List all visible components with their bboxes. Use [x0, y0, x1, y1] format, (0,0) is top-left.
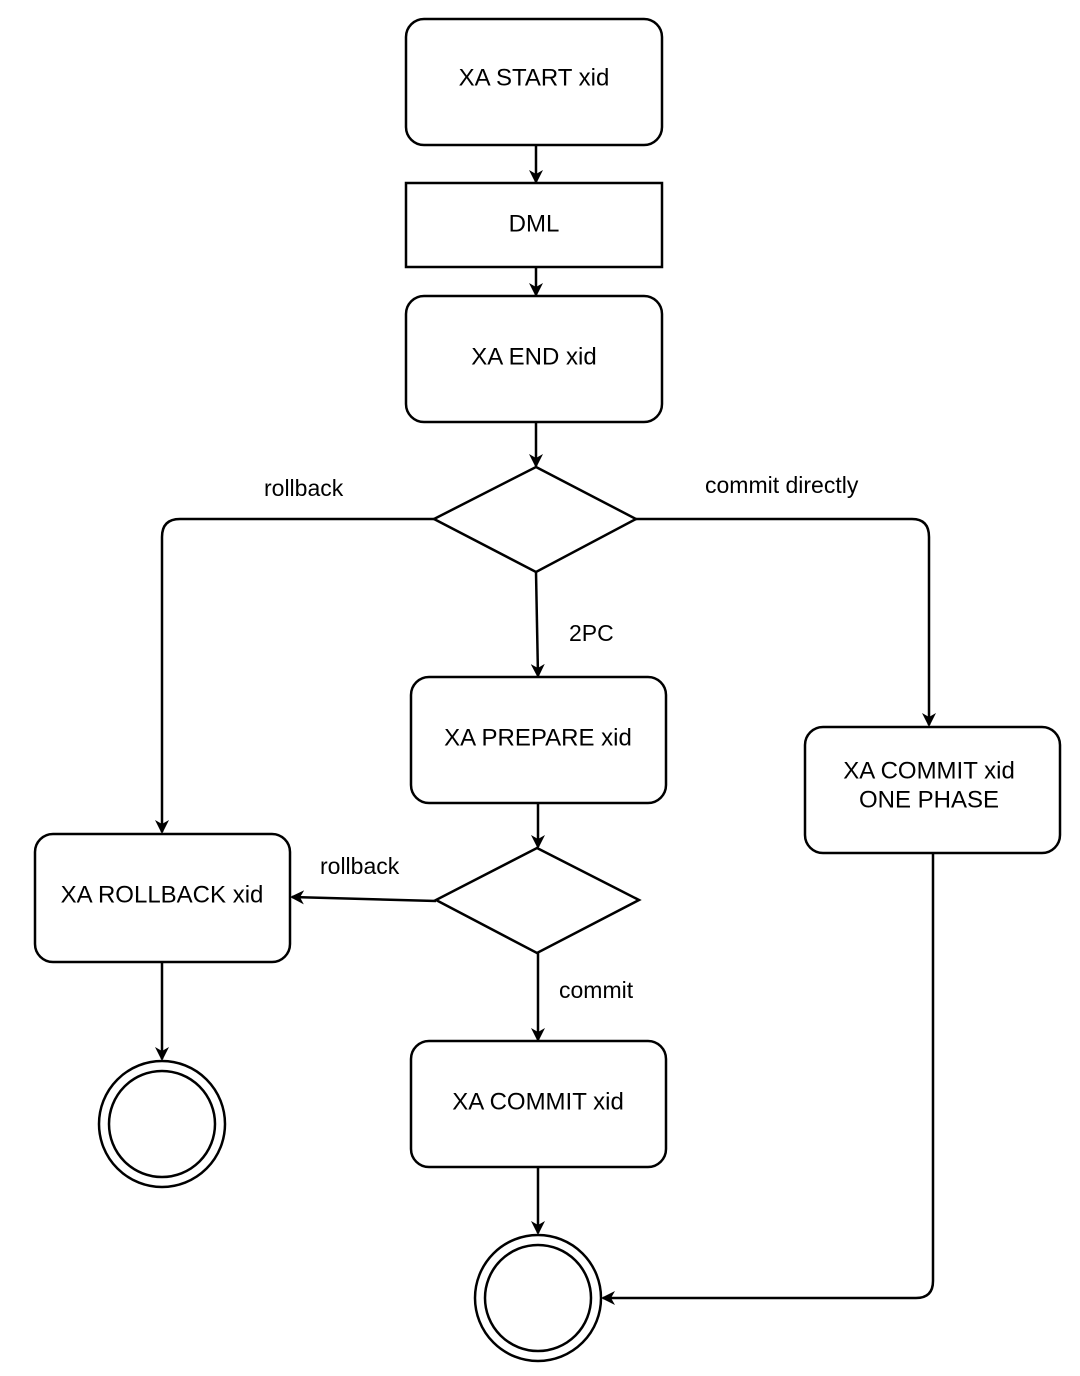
- xa-end-label: XA END xid: [471, 343, 596, 370]
- edge-label-2pc: 2PC: [569, 620, 614, 646]
- decision-diamond-bottom: [433, 846, 642, 955]
- edge-decision-commit-directly: [636, 517, 936, 727]
- edge-one-phase-to-end: [601, 854, 935, 1305]
- xa-start-label: XA START xid: [459, 64, 610, 91]
- xa-prepare-node: XA PREPARE xid: [409, 675, 668, 805]
- edge-decision-rollback: [155, 517, 434, 834]
- xa-rollback-label: XA ROLLBACK xid: [61, 881, 264, 908]
- xa-start-node: XA START xid: [404, 17, 664, 147]
- xa-commit-one-phase-node: XA COMMIT xid ONE PHASE: [803, 725, 1062, 855]
- end-state-bottom: [473, 1233, 603, 1363]
- xa-commit-one-phase-label-line2: ONE PHASE: [859, 786, 999, 813]
- xa-rollback-node: XA ROLLBACK xid: [33, 832, 292, 964]
- edge-label-commit-directly: commit directly: [705, 472, 859, 498]
- edge-label-commit: commit: [559, 977, 634, 1003]
- dml-label: DML: [509, 210, 560, 237]
- dml-node: DML: [404, 181, 664, 269]
- edge-label-rollback-top: rollback: [264, 475, 344, 501]
- edge-label-rollback-mid: rollback: [320, 853, 400, 879]
- decision-diamond-top: [431, 465, 639, 574]
- xa-commit-label: XA COMMIT xid: [452, 1088, 624, 1115]
- xa-prepare-label: XA PREPARE xid: [444, 724, 632, 751]
- xa-commit-node: XA COMMIT xid: [409, 1039, 668, 1169]
- edge-decision-to-rollback: [290, 890, 437, 905]
- xa-commit-one-phase-label-line1: XA COMMIT xid: [843, 757, 1015, 784]
- edge-decision-2pc: [530, 571, 545, 678]
- end-state-left: [97, 1059, 227, 1189]
- xa-end-node: XA END xid: [404, 294, 664, 424]
